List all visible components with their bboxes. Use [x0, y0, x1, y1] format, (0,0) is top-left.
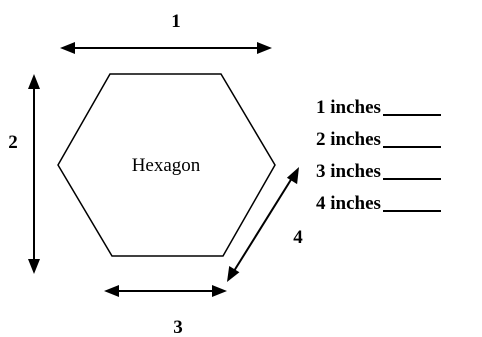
- answer-label-4: 4 inches: [316, 193, 381, 214]
- answer-label-1: 1 inches: [316, 97, 381, 118]
- answer-row-2: 2 inches: [316, 127, 441, 149]
- arrow-3: [104, 285, 227, 297]
- answer-blank-4[interactable]: [382, 210, 441, 212]
- answer-row-4: 4 inches: [316, 191, 441, 213]
- side-label-1: 1: [171, 11, 181, 32]
- arrow-2: [28, 74, 40, 274]
- side-label-3: 3: [173, 317, 183, 337]
- answer-label-3: 3 inches: [316, 161, 381, 182]
- side-label-2: 2: [8, 132, 18, 153]
- answer-blank-3[interactable]: [382, 178, 441, 180]
- answer-blank-1[interactable]: [382, 114, 441, 116]
- hexagon-shape: [57, 73, 276, 257]
- answer-blank-2[interactable]: [382, 146, 441, 148]
- hexagon-label: Hexagon: [132, 155, 201, 176]
- answer-label-2: 2 inches: [316, 129, 381, 150]
- side-label-4: 4: [293, 227, 303, 248]
- arrow-1: [60, 42, 272, 54]
- arrow-4: [227, 167, 299, 282]
- answer-row-3: 3 inches: [316, 159, 441, 181]
- answer-row-1: 1 inches: [316, 95, 441, 117]
